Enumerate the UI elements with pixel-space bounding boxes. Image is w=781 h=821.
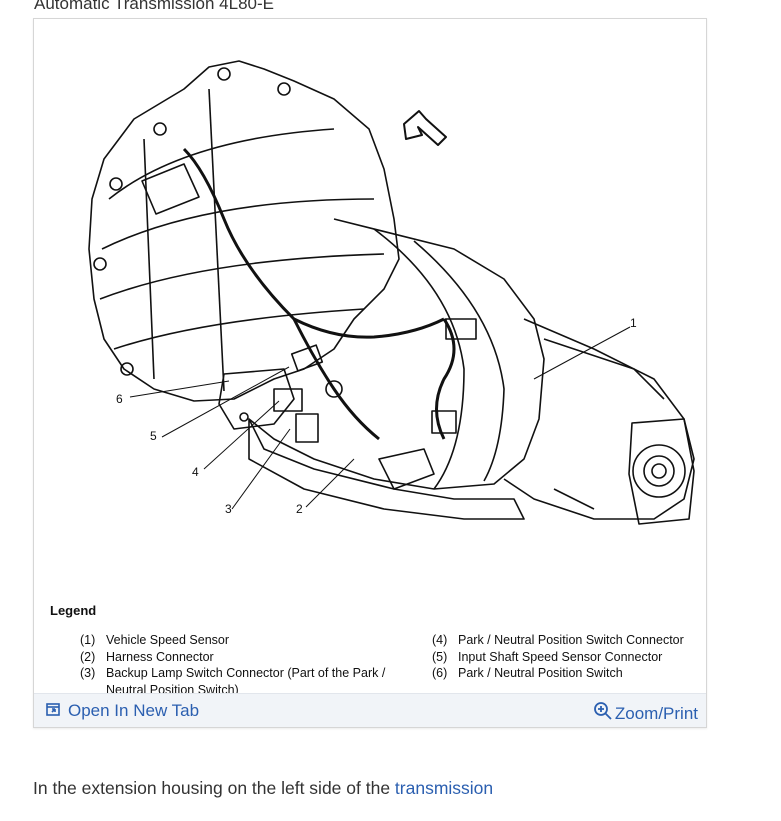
open-in-new-tab-icon (46, 701, 61, 721)
callout-1: 1 (630, 316, 637, 330)
legend-item-number: (4) (432, 633, 448, 647)
callout-5: 5 (150, 429, 157, 443)
legend-item-text: Harness Connector (106, 649, 214, 664)
legend-item: (2) Harness Connector (80, 649, 400, 666)
figure-card: 1 2 3 4 5 6 Legend (1) Vehicle Speed Sen… (33, 18, 707, 728)
legend-title: Legend (50, 603, 97, 618)
transmission-link[interactable]: transmission (394, 778, 494, 798)
legend-column-right: (4) Park / Neutral Position Switch Conne… (432, 632, 722, 682)
legend-item-text: Park / Neutral Position Switch (458, 666, 623, 680)
legend-item-number: (5) (432, 649, 448, 664)
zoom-print-label: Zoom/Print (614, 703, 698, 723)
callout-6: 6 (116, 392, 123, 406)
answer-text: In the extension housing on the left sid… (33, 778, 395, 798)
legend-item-text: Park / Neutral Position Switch Connector (458, 633, 684, 647)
answer-paragraph: In the extension housing on the left sid… (33, 778, 493, 799)
zoom-in-icon (593, 701, 613, 726)
page-title: Automatic Transmission 4L80-E (34, 0, 274, 13)
legend-column-left: (1) Vehicle Speed Sensor (2) Harness Con… (80, 632, 400, 698)
legend-item-text: Input Shaft Speed Sensor Connector (458, 649, 663, 664)
legend-item-number: (1) (80, 633, 96, 647)
callout-4: 4 (192, 465, 199, 479)
open-in-new-tab-link[interactable]: Open In New Tab (46, 701, 199, 721)
figure-footer-bar: Open In New Tab Zoom/Print (34, 693, 706, 727)
legend-item-number: (3) (80, 666, 96, 680)
legend-item-number: (6) (432, 666, 448, 680)
zoom-print-link[interactable]: Zoom/Print (593, 701, 698, 726)
legend: Legend (1) Vehicle Speed Sensor (2) Harn… (50, 603, 700, 697)
legend-item-number: (2) (80, 649, 96, 664)
callout-3: 3 (225, 502, 232, 516)
legend-item: (1) Vehicle Speed Sensor (80, 632, 400, 649)
legend-item: (5) Input Shaft Speed Sensor Connector (432, 649, 722, 666)
callout-2: 2 (296, 502, 303, 516)
legend-item-text: Vehicle Speed Sensor (106, 633, 230, 647)
legend-item: (6) Park / Neutral Position Switch (432, 665, 722, 682)
transmission-diagram (88, 60, 695, 525)
legend-item: (4) Park / Neutral Position Switch Conne… (432, 632, 722, 649)
open-in-new-tab-label: Open In New Tab (68, 701, 200, 720)
